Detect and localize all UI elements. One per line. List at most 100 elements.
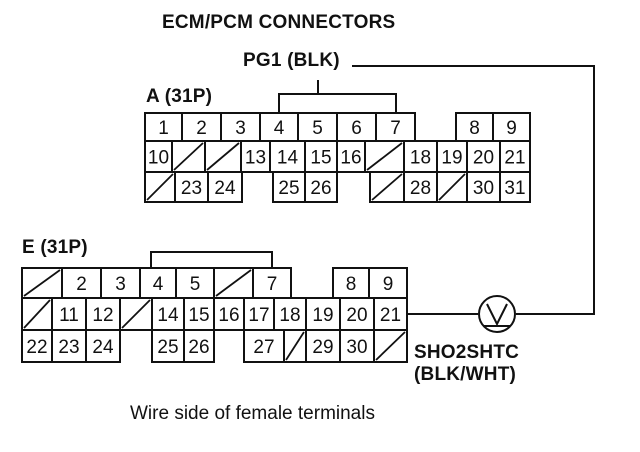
diagram-title: ECM/PCM CONNECTORS <box>162 12 396 33</box>
terminal-number: 30 <box>473 178 494 199</box>
terminal-cell: 13 <box>240 140 271 173</box>
terminal-cell: 7 <box>375 112 416 142</box>
sensor-label: SHO2SHTC <box>414 342 520 363</box>
unused-terminal-slash <box>173 142 204 171</box>
terminal-number: 5 <box>312 118 323 139</box>
voltmeter-icon <box>478 295 516 333</box>
terminal-cell-outline <box>304 171 338 203</box>
terminal-cell: 3 <box>220 112 261 142</box>
terminal-cell: 2 <box>181 112 222 142</box>
terminal-number: 4 <box>153 274 164 295</box>
terminal-cell <box>369 171 405 203</box>
unused-terminal-slash <box>366 142 403 171</box>
terminal-cell: 20 <box>466 140 501 173</box>
terminal-cell: 23 <box>51 329 87 363</box>
terminal-cell: 16 <box>336 140 366 173</box>
terminal-number: 25 <box>157 337 178 358</box>
terminal-cell: 4 <box>259 112 299 142</box>
terminal-cell <box>283 329 307 363</box>
terminal-number: 19 <box>312 305 333 326</box>
terminal-number: 10 <box>148 148 169 169</box>
terminal-cell-outline <box>85 329 121 363</box>
unused-terminal-slash <box>375 331 406 361</box>
terminal-cell: 9 <box>368 267 408 299</box>
terminal-number: 15 <box>188 305 209 326</box>
terminal-cell: 19 <box>305 297 341 331</box>
terminal-number: 14 <box>277 148 299 169</box>
terminal-number: 21 <box>380 305 401 326</box>
terminal-cell: 29 <box>305 329 341 363</box>
voltmeter-v-glyph <box>486 303 508 327</box>
terminal-number: 23 <box>181 178 202 199</box>
wiring <box>150 65 595 315</box>
terminal-number: 27 <box>253 337 274 358</box>
terminal-cell: 24 <box>85 329 121 363</box>
terminal-cell: 3 <box>100 267 141 299</box>
terminal-number: 17 <box>248 305 269 326</box>
terminal-cell <box>436 171 468 203</box>
terminal-number: 16 <box>340 148 361 169</box>
terminal-cell <box>373 329 408 363</box>
terminal-cell: 5 <box>175 267 215 299</box>
terminal-cell: 23 <box>174 171 209 203</box>
terminal-cell: 27 <box>243 329 285 363</box>
terminal-cell: 30 <box>339 329 375 363</box>
unused-terminal-slash <box>285 331 305 361</box>
terminal-cell: 1 <box>144 112 183 142</box>
terminal-number: 7 <box>267 274 278 295</box>
terminal-cell: 21 <box>373 297 408 331</box>
terminal-cell <box>21 267 63 299</box>
terminal-cell: 20 <box>339 297 375 331</box>
terminal-number: 8 <box>346 274 357 295</box>
terminal-number: 24 <box>92 337 114 358</box>
terminal-cell: 18 <box>273 297 307 331</box>
terminal-number: 7 <box>390 118 401 139</box>
terminal-number: 5 <box>190 274 201 295</box>
terminal-number: 19 <box>441 148 462 169</box>
terminal-number: 9 <box>506 118 517 139</box>
terminal-number: 11 <box>59 305 79 326</box>
terminal-cell-outline <box>373 329 408 363</box>
connector-e-lock-tab <box>150 251 273 268</box>
terminal-number: 2 <box>76 274 87 295</box>
terminal-number: 8 <box>469 118 480 139</box>
terminal-number: 9 <box>383 274 394 295</box>
terminal-cell: 16 <box>213 297 245 331</box>
terminal-cell-outline <box>183 329 215 363</box>
unused-terminal-slash <box>23 299 51 329</box>
terminal-cell: 21 <box>499 140 531 173</box>
sensor-wire-color: (BLK/WHT) <box>414 364 517 385</box>
terminal-cell: 4 <box>139 267 177 299</box>
terminal-number: 30 <box>346 337 367 358</box>
terminal-number: 16 <box>218 305 239 326</box>
terminal-cell: 8 <box>455 112 494 142</box>
unused-terminal-slash <box>371 173 403 201</box>
unused-terminal-slash <box>215 269 252 297</box>
terminal-cell <box>119 297 153 331</box>
terminal-number: 31 <box>504 178 525 199</box>
caption: Wire side of female terminals <box>130 403 375 424</box>
terminal-number: 18 <box>279 305 300 326</box>
terminal-cell: 9 <box>492 112 531 142</box>
terminal-number: 15 <box>310 148 331 169</box>
terminal-number: 3 <box>235 118 246 139</box>
terminal-number: 1 <box>158 118 169 139</box>
terminal-number: 12 <box>92 305 113 326</box>
unused-terminal-slash <box>206 142 240 171</box>
terminal-cell: 11 <box>51 297 87 331</box>
unused-terminal-slash <box>146 173 174 201</box>
terminal-cell: 14 <box>151 297 185 331</box>
terminal-number: 4 <box>274 118 285 139</box>
terminal-cell: 6 <box>336 112 377 142</box>
terminal-cell: 15 <box>304 140 338 173</box>
terminal-cell: 31 <box>499 171 531 203</box>
connector-a-label: A (31P) <box>146 86 213 107</box>
unused-terminal-slash <box>121 299 151 329</box>
terminal-cell: 17 <box>243 297 275 331</box>
terminal-cell: 18 <box>403 140 438 173</box>
terminal-cell: 26 <box>304 171 338 203</box>
terminal-cell <box>144 171 176 203</box>
